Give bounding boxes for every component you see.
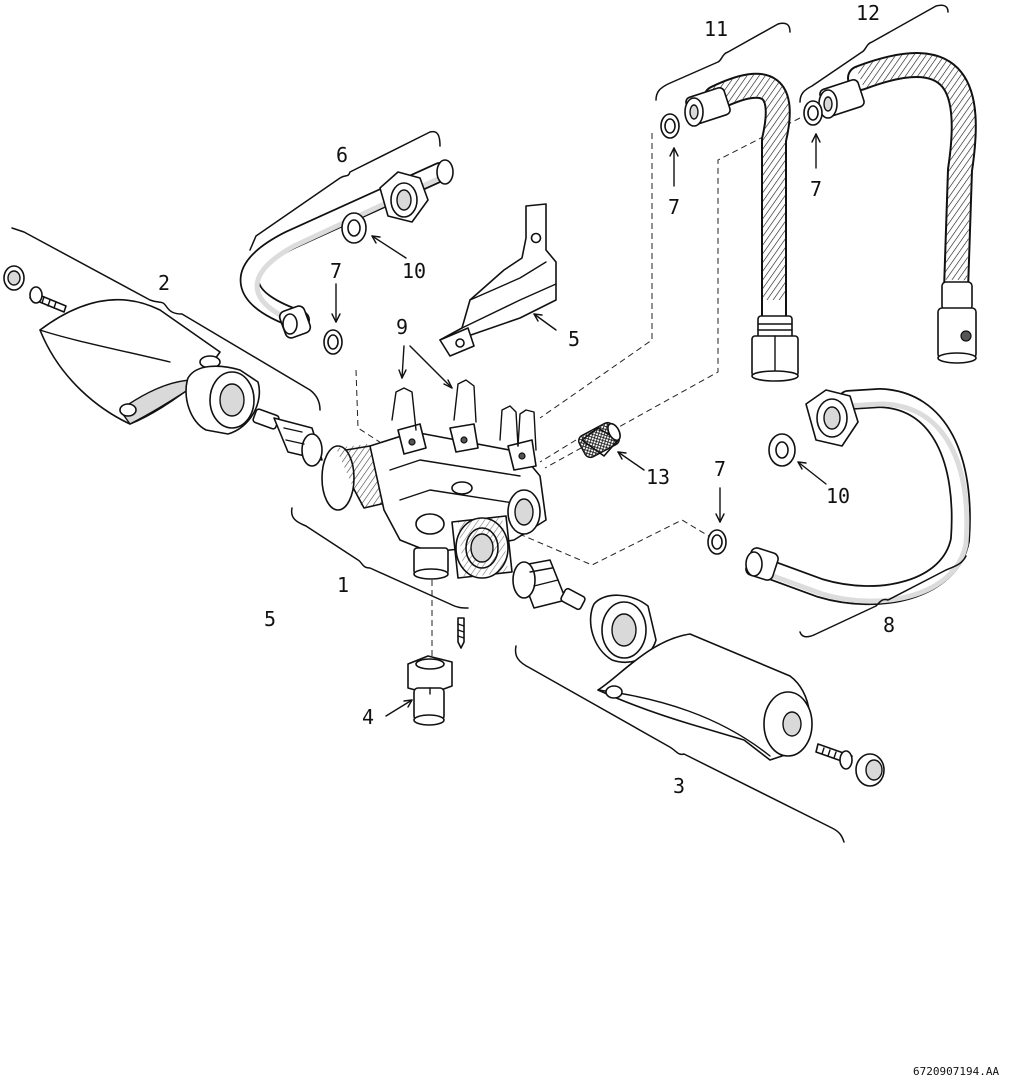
label-part-7-hose-12: 7 [810, 177, 822, 201]
item-3-insulation-right [512, 559, 885, 787]
item-10-washer-upper [341, 212, 367, 244]
item-13-filter [578, 421, 621, 459]
item-7-washer-right [707, 529, 727, 555]
label-part-9: 9 [396, 315, 408, 339]
label-part-10-upper: 10 [402, 259, 426, 283]
label-part-7-hose-11: 7 [668, 195, 680, 219]
label-part-6: 6 [336, 143, 348, 167]
label-part-1: 1 [337, 573, 349, 597]
label-part-7-right: 7 [714, 457, 726, 481]
label-part-8: 8 [883, 613, 895, 637]
item-1-valve-body [321, 423, 547, 580]
label-part-10-right: 10 [826, 484, 850, 508]
group-braces [11, 4, 967, 843]
item-6-pipe [239, 159, 454, 339]
leader-lines [331, 133, 827, 717]
item-7-washer-left [323, 329, 343, 355]
item-5-bracket [439, 203, 557, 357]
label-part-5-partial: 5 [264, 607, 276, 631]
item-7-washer-top-11 [660, 113, 680, 139]
label-part-5-bracket: 5 [568, 327, 580, 351]
item-7-washer-top-12 [803, 100, 823, 126]
item-12-hose [818, 52, 977, 364]
item-11-hose [684, 72, 799, 382]
item-2-insulation-left [3, 265, 323, 467]
item-10-washer-right [768, 433, 796, 467]
drawing-reference-number: 6720907194.AA [913, 1065, 999, 1078]
label-part-3: 3 [673, 774, 685, 798]
screw-small [457, 617, 465, 649]
label-part-12: 12 [856, 1, 880, 25]
label-part-2: 2 [158, 271, 170, 295]
item-4-fitting [407, 655, 453, 726]
label-part-4: 4 [362, 705, 374, 729]
part-labels: 1 2 3 4 5 5 6 7 7 7 7 8 9 10 10 11 12 13… [158, 1, 999, 1078]
label-part-11: 11 [704, 17, 728, 41]
item-8-pipe [745, 388, 971, 606]
item-9-clips [391, 379, 537, 451]
label-part-7-left: 7 [330, 259, 342, 283]
label-part-13: 13 [646, 465, 670, 489]
